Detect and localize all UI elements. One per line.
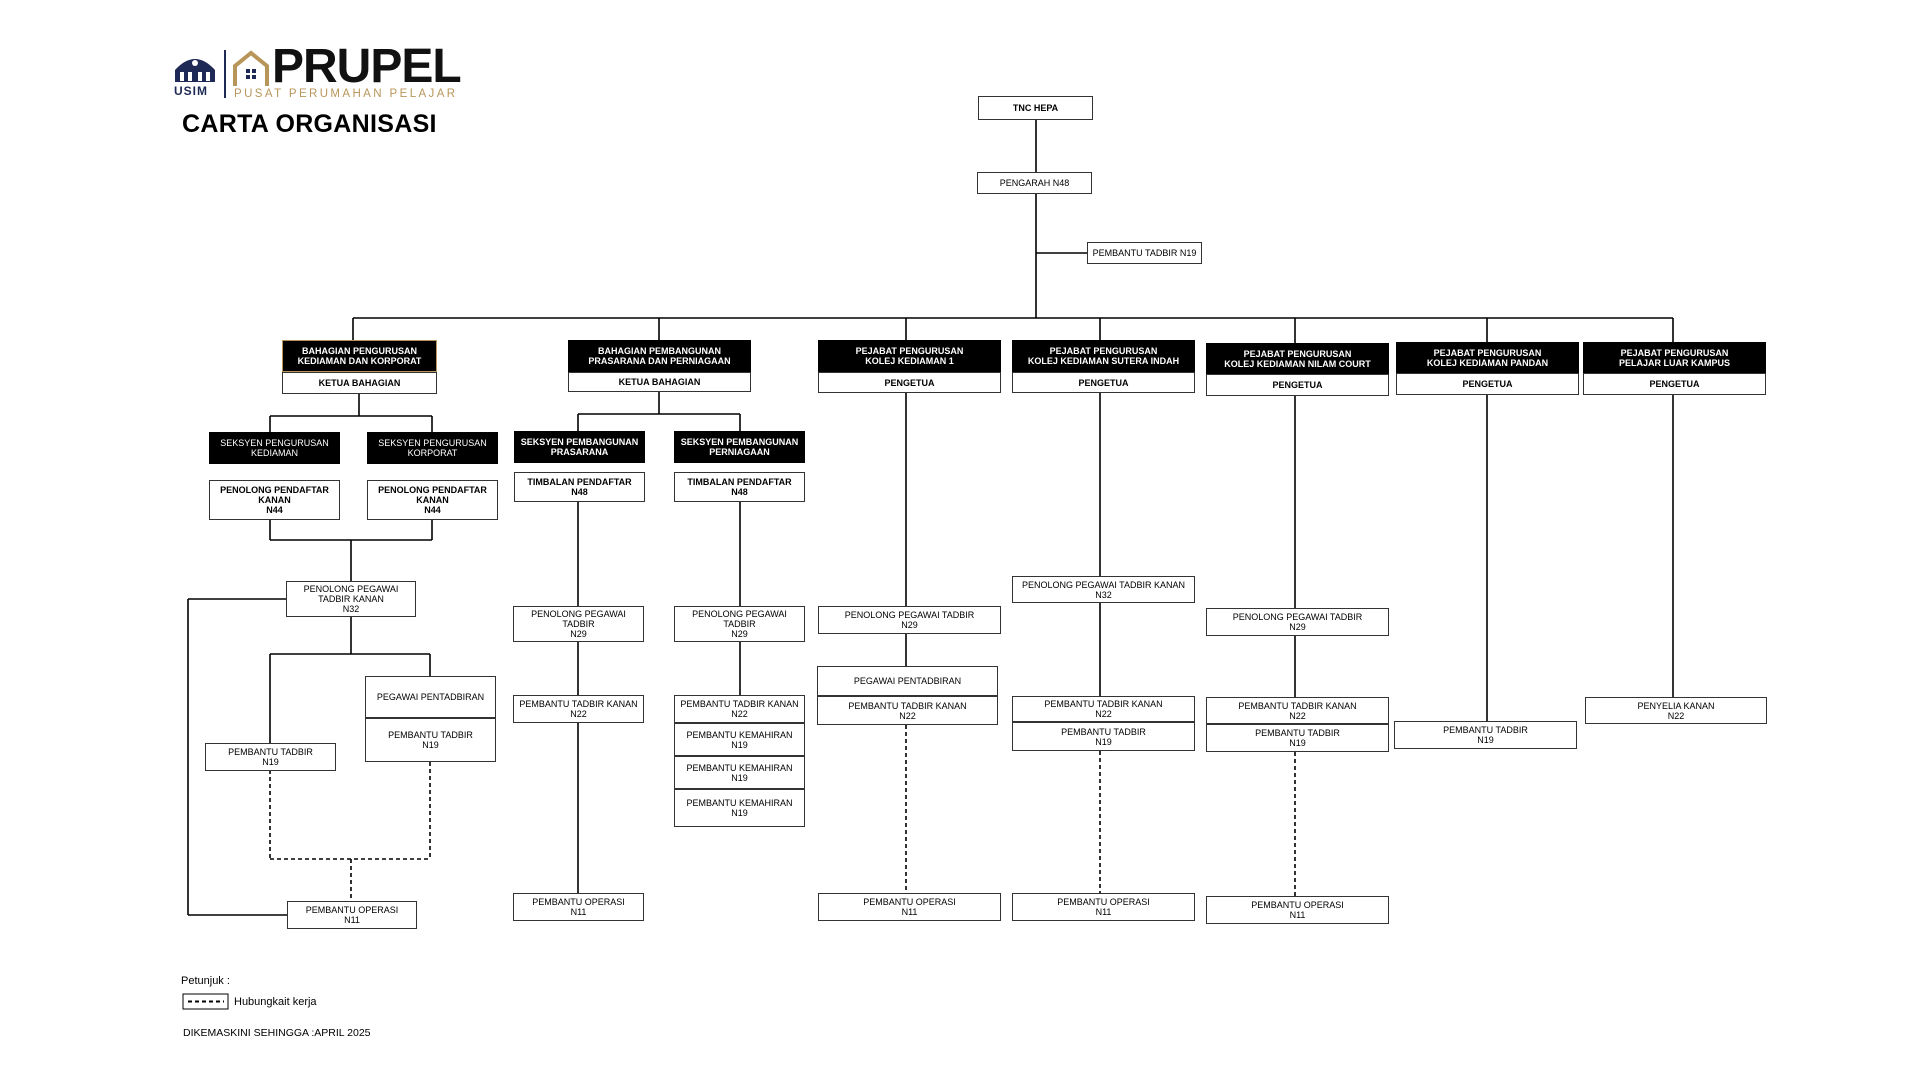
pengetua-nilam-box: PENGETUA [1206, 374, 1389, 396]
kolej-nilam-court-header: PEJABAT PENGURUSAN KOLEJ KEDIAMAN NILAM … [1206, 343, 1389, 374]
kolej-pandan-header: PEJABAT PENGURUSAN KOLEJ KEDIAMAN PANDAN [1396, 342, 1579, 373]
seksyen-prasarana-header: SEKSYEN PEMBANGUNAN PRASARANA [514, 431, 645, 463]
c1-pembantu-operasi-box: PEMBANTU OPERASI N11 [287, 901, 417, 929]
pengetua-luar-kampus-box: PENGETUA [1583, 373, 1766, 395]
c5-ppt-box: PENOLONG PEGAWAI TADBIR N29 [1206, 608, 1389, 636]
seksyen-korporat-ppk-box: PENOLONG PENDAFTAR KANAN N44 [367, 480, 498, 520]
pengetua-sutera-box: PENGETUA [1012, 372, 1195, 393]
pembantu-tadbir-top-box: PEMBANTU TADBIR N19 [1087, 242, 1202, 264]
prupel-logo-text: PRUPEL [272, 40, 462, 93]
c4-po-box: PEMBANTU OPERASI N11 [1012, 893, 1195, 921]
c5-pt-box: PEMBANTU TADBIR N19 [1206, 724, 1389, 752]
c7-penyelia-kanan-box: PENYELIA KANAN N22 [1585, 697, 1767, 724]
c2-right-pk2-box: PEMBANTU KEMAHIRAN N19 [674, 756, 805, 789]
legend-title: Petunjuk : [181, 975, 230, 987]
c1-pptk-box: PENOLONG PEGAWAI TADBIR KANAN N32 [286, 581, 416, 617]
c3-pegawai-pentadbiran-box: PEGAWAI PENTADBIRAN [817, 666, 998, 696]
c3-ppt-box: PENOLONG PEGAWAI TADBIR N29 [818, 606, 1001, 634]
c2-left-ppt-box: PENOLONG PEGAWAI TADBIR N29 [513, 606, 644, 642]
prupel-logo-tagline: PUSAT PERUMAHAN PELAJAR [234, 88, 458, 100]
c4-ptk-box: PEMBANTU TADBIR KANAN N22 [1012, 696, 1195, 722]
c2-right-pk3-box: PEMBANTU KEMAHIRAN N19 [674, 789, 805, 827]
seksyen-perniagaan-tp-box: TIMBALAN PENDAFTAR N48 [674, 472, 805, 502]
c6-pt-box: PEMBANTU TADBIR N19 [1394, 721, 1577, 749]
pelajar-luar-kampus-header: PEJABAT PENGURUSAN PELAJAR LUAR KAMPUS [1583, 342, 1766, 373]
c3-po-box: PEMBANTU OPERASI N11 [818, 893, 1001, 921]
c5-po-box: PEMBANTU OPERASI N11 [1206, 896, 1389, 924]
pengetua-kk1-box: PENGETUA [818, 372, 1001, 393]
bahagian-prasarana-perniagaan-header: BAHAGIAN PEMBANGUNAN PRASARANA DAN PERNI… [568, 340, 751, 372]
prupel-house-icon [232, 50, 270, 88]
seksyen-kediaman-ppk-box: PENOLONG PENDAFTAR KANAN N44 [209, 480, 340, 520]
pengarah-box: PENGARAH N48 [977, 172, 1092, 194]
c3-ptk-box: PEMBANTU TADBIR KANAN N22 [817, 696, 998, 725]
c2-left-ptk-box: PEMBANTU TADBIR KANAN N22 [513, 695, 644, 723]
pengetua-pandan-box: PENGETUA [1396, 373, 1579, 395]
ketua-bahagian-1-box: KETUA BAHAGIAN [282, 372, 437, 394]
usim-logo-text: USIM [174, 84, 208, 98]
usim-logo [172, 52, 218, 84]
c2-left-po-box: PEMBANTU OPERASI N11 [513, 893, 644, 921]
legend-dashed-sample [182, 993, 229, 1010]
seksyen-perniagaan-header: SEKSYEN PEMBANGUNAN PERNIAGAAN [674, 431, 805, 463]
c4-pptk-box: PENOLONG PEGAWAI TADBIR KANAN N32 [1012, 576, 1195, 603]
seksyen-prasarana-tp-box: TIMBALAN PENDAFTAR N48 [514, 472, 645, 502]
c2-right-ppt-box: PENOLONG PEGAWAI TADBIR N29 [674, 606, 805, 642]
c2-right-ptk-box: PEMBANTU TADBIR KANAN N22 [674, 695, 805, 723]
bahagian-kediaman-korporat-header: BAHAGIAN PENGURUSAN KEDIAMAN DAN KORPORA… [282, 340, 437, 372]
c1-pembantu-tadbir-left-box: PEMBANTU TADBIR N19 [205, 743, 336, 771]
c1-pembantu-tadbir-right-box: PEMBANTU TADBIR N19 [365, 718, 496, 762]
tnc-hepa-box: TNC HEPA [978, 96, 1093, 120]
seksyen-korporat-header: SEKSYEN PENGURUSAN KORPORAT [367, 432, 498, 464]
kolej-sutera-indah-header: PEJABAT PENGURUSAN KOLEJ KEDIAMAN SUTERA… [1012, 340, 1195, 372]
c4-pt-box: PEMBANTU TADBIR N19 [1012, 722, 1195, 751]
c2-right-pk1-box: PEMBANTU KEMAHIRAN N19 [674, 723, 805, 756]
page-title: CARTA ORGANISASI [182, 110, 437, 138]
seksyen-kediaman-header: SEKSYEN PENGURUSAN KEDIAMAN [209, 432, 340, 464]
updated-date: DIKEMASKINI SEHINGGA :APRIL 2025 [183, 1027, 371, 1039]
usim-emblem-icon [175, 59, 215, 82]
ketua-bahagian-2-box: KETUA BAHAGIAN [568, 372, 751, 392]
logo-divider [224, 50, 226, 98]
legend-dashed-label: Hubungkait kerja [234, 996, 317, 1008]
c1-pegawai-pentadbiran-box: PEGAWAI PENTADBIRAN [365, 676, 496, 718]
c5-ptk-box: PEMBANTU TADBIR KANAN N22 [1206, 697, 1389, 724]
kolej-kediaman-1-header: PEJABAT PENGURUSAN KOLEJ KEDIAMAN 1 [818, 340, 1001, 372]
